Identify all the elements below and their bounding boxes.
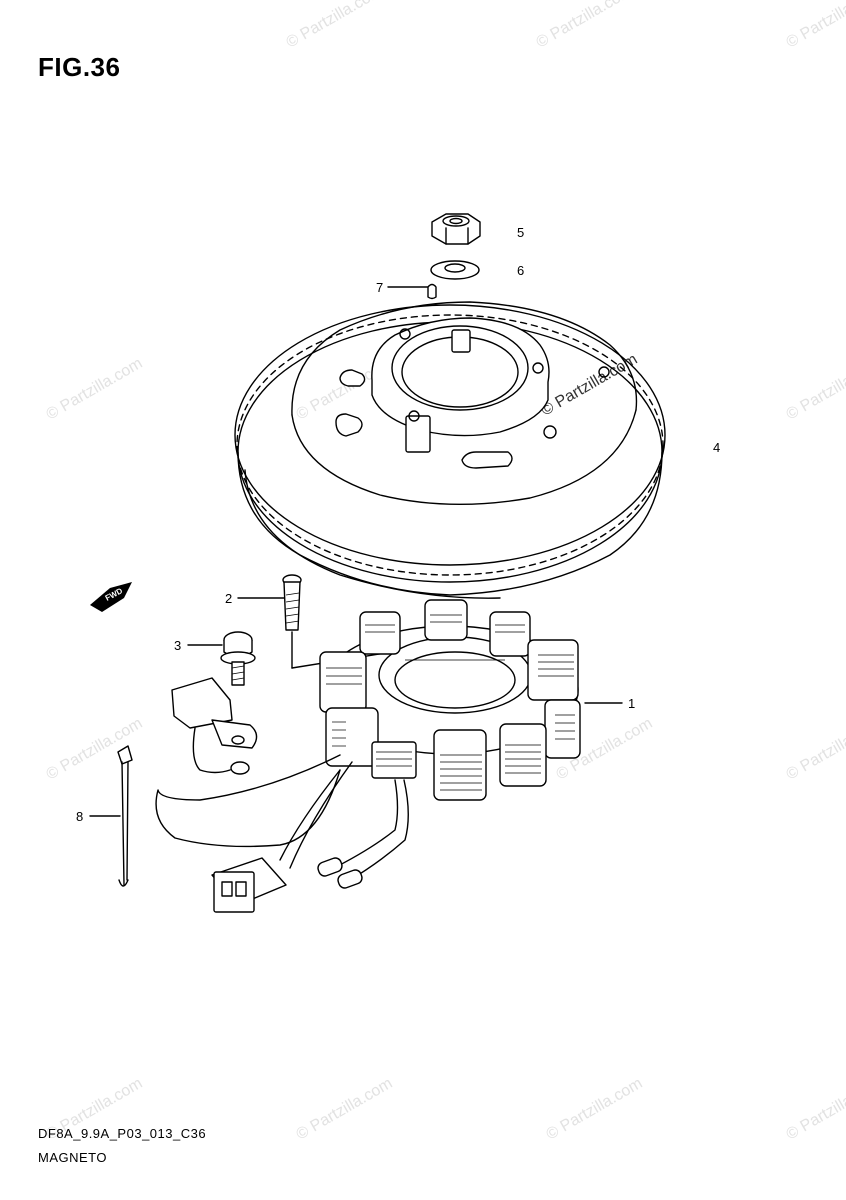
callout-4: 4 bbox=[713, 440, 720, 455]
callout-1: 1 bbox=[628, 696, 635, 711]
drawing-name: MAGNETO bbox=[38, 1150, 107, 1165]
leader-lines bbox=[89, 286, 623, 817]
callout-2: 2 bbox=[225, 591, 232, 606]
watermark: © Partzilla.com bbox=[784, 0, 846, 51]
callout-labels: 5 6 7 4 2 3 1 8 bbox=[76, 225, 720, 824]
figure-title: FIG.36 bbox=[38, 52, 121, 82]
callout-6: 6 bbox=[517, 263, 524, 278]
callout-5: 5 bbox=[517, 225, 524, 240]
drawing-code: DF8A_9.9A_P03_013_C36 bbox=[38, 1126, 207, 1141]
part-3-bolt bbox=[220, 631, 256, 686]
stator-coil bbox=[319, 599, 581, 801]
watermark: © Partzilla.com bbox=[539, 351, 641, 420]
callout-7: 7 bbox=[376, 280, 383, 295]
watermark: © Partzilla.com bbox=[44, 355, 146, 424]
fwd-arrow-icon: FWD bbox=[90, 582, 132, 612]
watermark: © Partzilla.com bbox=[294, 1075, 396, 1144]
part-5-nut bbox=[431, 213, 481, 245]
part-6-washer bbox=[430, 260, 480, 280]
watermark: © Partzilla.com bbox=[544, 1075, 646, 1144]
watermark: © Partzilla.com bbox=[284, 0, 386, 51]
watermark: © Partzilla.com bbox=[784, 715, 846, 784]
watermark: © Partzilla.com bbox=[784, 1075, 846, 1144]
part-4-flywheel bbox=[234, 301, 666, 599]
part-8-clamp bbox=[117, 745, 133, 887]
watermark: © Partzilla.com bbox=[44, 715, 146, 784]
watermark-layer: © Partzilla.com © Partzilla.com © Partzi… bbox=[44, 0, 846, 1143]
callout-3: 3 bbox=[174, 638, 181, 653]
watermark: © Partzilla.com bbox=[534, 0, 636, 51]
callout-8: 8 bbox=[76, 809, 83, 824]
part-1-stator bbox=[155, 599, 581, 913]
watermark: © Partzilla.com bbox=[784, 355, 846, 424]
part-7-key bbox=[427, 283, 437, 300]
